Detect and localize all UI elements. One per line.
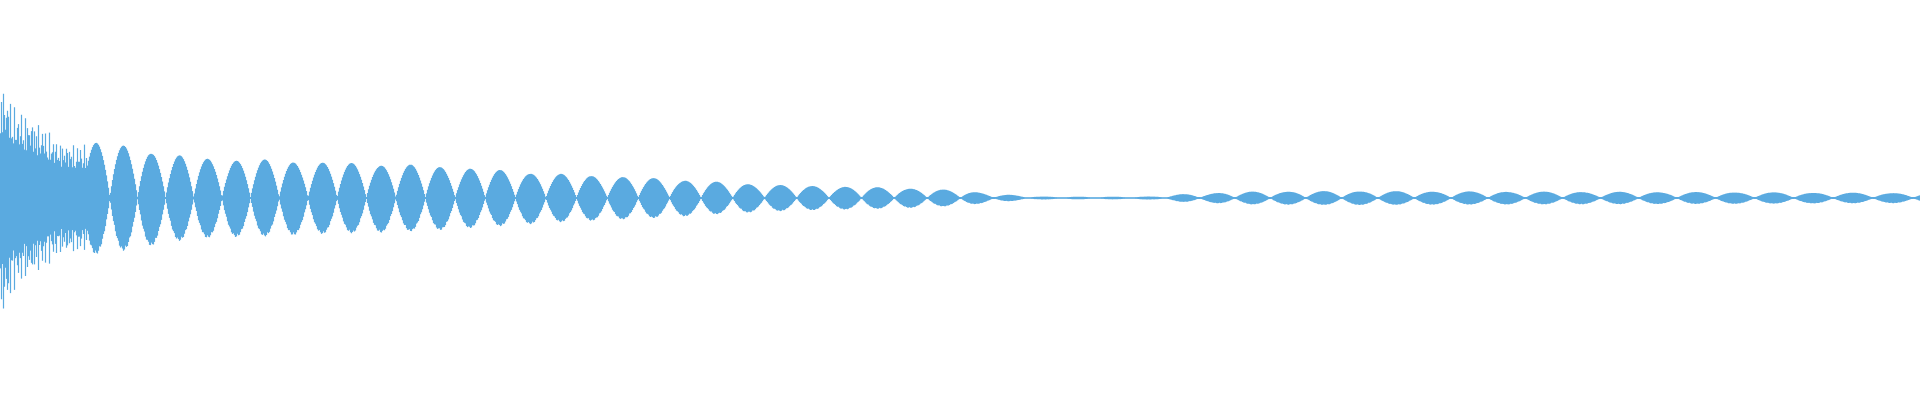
waveform-path (0, 93, 1920, 309)
waveform-samples (0, 93, 1920, 309)
